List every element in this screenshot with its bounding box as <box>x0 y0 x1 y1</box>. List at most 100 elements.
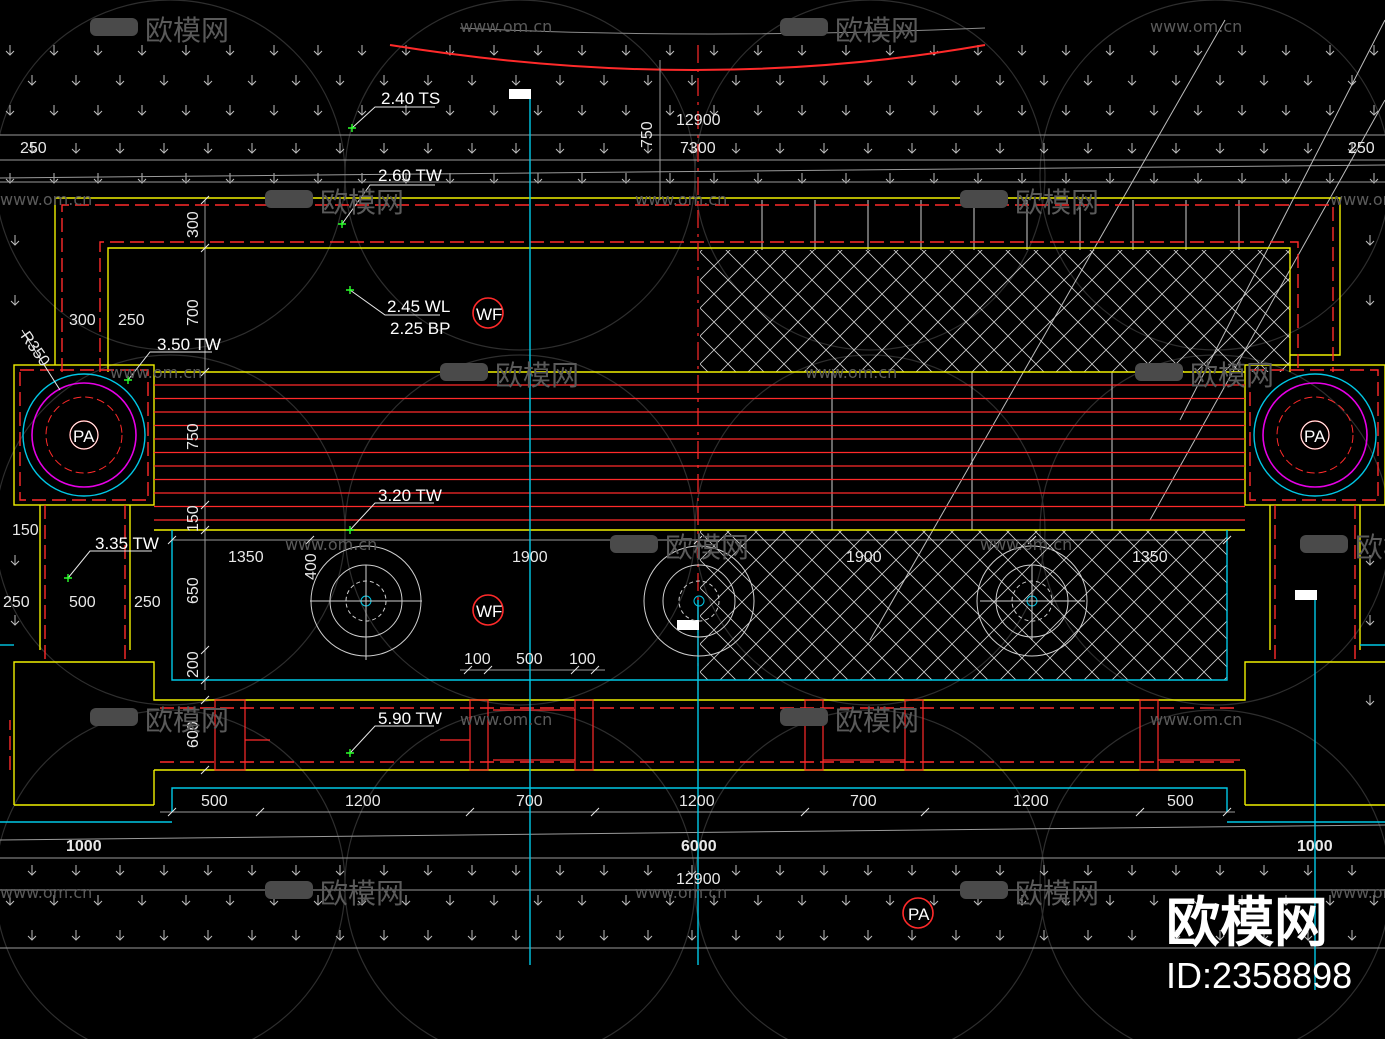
dim-100-a: 100 <box>464 651 491 668</box>
dim-1350-b: 1350 <box>1132 549 1168 566</box>
watermarks: 欧模网欧模网欧模网欧模网欧模网欧模网欧模网欧模网欧模网欧模网欧模网欧模网www.… <box>0 14 1385 910</box>
svg-text:欧模网: 欧模网 <box>495 359 579 392</box>
svg-text:www.om.cn: www.om.cn <box>0 190 92 209</box>
section-markers <box>509 89 1317 630</box>
level-3-20-tw: 3.20 TW <box>378 486 442 505</box>
planting-symbols <box>5 45 1379 941</box>
tag-pa-bottom: PA <box>908 905 930 924</box>
yellow-outlines <box>13 197 1385 806</box>
dim-1000-right: 1000 <box>1297 838 1333 855</box>
top-arc-grey <box>459 27 986 35</box>
image-id: ID:2358898 <box>1166 955 1353 996</box>
dim-300-vert: 300 <box>185 211 202 238</box>
level-2-25-bp: 2.25 BP <box>390 319 451 338</box>
svg-text:www.om.cn: www.om.cn <box>460 710 552 729</box>
svg-text:欧模网: 欧模网 <box>1015 877 1099 910</box>
dim-700-a: 700 <box>516 793 543 810</box>
cyan-lines <box>0 92 1385 990</box>
dim-1350-a: 1350 <box>228 549 264 566</box>
top-arc <box>389 44 986 71</box>
red-steps <box>154 384 1245 521</box>
level-2-45-wl: 2.45 WL <box>387 297 450 316</box>
svg-text:www.om.cn: www.om.cn <box>1150 17 1242 36</box>
dim-200-vert: 200 <box>185 651 202 678</box>
level-3-50-tw: 3.50 TW <box>157 335 221 354</box>
dim-1900-a: 1900 <box>512 549 548 566</box>
level-markers <box>64 124 356 757</box>
dim-250-left: 250 <box>20 140 47 157</box>
dim-1200-a: 1200 <box>345 793 381 810</box>
svg-text:欧模网: 欧模网 <box>145 14 229 47</box>
dim-250-a: 250 <box>3 594 30 611</box>
svg-text:www.om.cn: www.om.cn <box>805 363 897 382</box>
dim-600-vert: 600 <box>185 721 202 748</box>
svg-text:www.om.cn: www.om.cn <box>0 883 92 902</box>
svg-text:欧模网: 欧模网 <box>145 704 229 737</box>
dim-650-vert: 650 <box>185 577 202 604</box>
dim-100-b: 100 <box>569 651 596 668</box>
water-hatch-upper <box>700 250 1290 372</box>
dim-1900-b: 1900 <box>846 549 882 566</box>
svg-text:欧模网: 欧模网 <box>1190 359 1274 392</box>
dim-7300: 7300 <box>680 140 716 157</box>
level-5-90-tw: 5.90 TW <box>378 709 442 728</box>
dim-6000: 6000 <box>681 838 717 855</box>
dimension-ticks <box>167 195 1232 817</box>
svg-text:www.om.cn: www.om.cn <box>635 190 727 209</box>
svg-text:www.om.cn: www.om.cn <box>1150 710 1242 729</box>
tag-circles <box>472 297 934 929</box>
dim-150-vert: 150 <box>185 505 202 532</box>
svg-text:www.om.cn: www.om.cn <box>635 883 727 902</box>
red-dashed-outlines <box>9 204 1379 770</box>
dim-250-right: 250 <box>1348 140 1375 157</box>
dimension-lines <box>0 60 1385 949</box>
dim-1200-b: 1200 <box>679 793 715 810</box>
level-texts: 2.40 TS 2.60 TW 2.45 WL 2.25 BP 3.50 TW … <box>95 89 451 728</box>
svg-text:www.om.cn: www.om.cn <box>460 17 552 36</box>
svg-text:欧模网: 欧模网 <box>320 877 404 910</box>
svg-text:欧模网: 欧模网 <box>665 531 749 564</box>
dim-400-vert: 400 <box>303 553 320 580</box>
fountain-jets <box>310 545 1088 660</box>
dim-700-vert: 700 <box>185 299 202 326</box>
svg-text:www.om.cn: www.om.cn <box>1330 883 1385 902</box>
dim-500-small: 500 <box>516 651 543 668</box>
dim-12900-bottom: 12900 <box>676 871 721 888</box>
tag-wf-mid: WF <box>476 602 502 621</box>
svg-text:欧模网: 欧模网 <box>1355 531 1385 564</box>
dim-750-top: 750 <box>639 121 656 148</box>
level-3-35-tw: 3.35 TW <box>95 534 159 553</box>
tag-wf-top: WF <box>476 305 502 324</box>
svg-text:www.om.cn: www.om.cn <box>285 535 377 554</box>
svg-text:欧模网: 欧模网 <box>320 186 404 219</box>
brand-logo-text: 欧模网 <box>1166 891 1328 954</box>
tag-circles-white <box>69 420 1330 450</box>
dim-500-bottom-b: 500 <box>1167 793 1194 810</box>
water-hatch-lower <box>700 530 1227 680</box>
level-2-40-ts: 2.40 TS <box>381 89 440 108</box>
svg-text:www.om.cn: www.om.cn <box>1330 190 1385 209</box>
dimension-texts: 250 250 12900 7300 750 300 700 750 150 6… <box>3 112 1375 888</box>
dim-r350: R350 <box>17 329 53 370</box>
dim-12900-top: 12900 <box>676 112 721 129</box>
tag-texts: PA PA PA WF WF <box>73 305 1326 924</box>
svg-text:www.om.cn: www.om.cn <box>980 535 1072 554</box>
dim-300-horiz: 300 <box>69 312 96 329</box>
dim-700-b: 700 <box>850 793 877 810</box>
dim-250-b: 250 <box>134 594 161 611</box>
dim-250-horiz: 250 <box>118 312 145 329</box>
level-2-60-tw: 2.60 TW <box>378 166 442 185</box>
level-leaders <box>21 106 440 754</box>
svg-text:欧模网: 欧模网 <box>835 704 919 737</box>
dim-150-horiz: 150 <box>12 522 39 539</box>
wall-posts <box>214 699 1240 771</box>
svg-text:欧模网: 欧模网 <box>835 14 919 47</box>
dim-1000-left: 1000 <box>66 838 102 855</box>
svg-text:www.om.cn: www.om.cn <box>110 363 202 382</box>
tag-pa-left: PA <box>73 427 95 446</box>
dim-500-a: 500 <box>69 594 96 611</box>
tag-pa-right: PA <box>1304 427 1326 446</box>
svg-text:欧模网: 欧模网 <box>1015 186 1099 219</box>
dim-750-vert: 750 <box>185 423 202 450</box>
